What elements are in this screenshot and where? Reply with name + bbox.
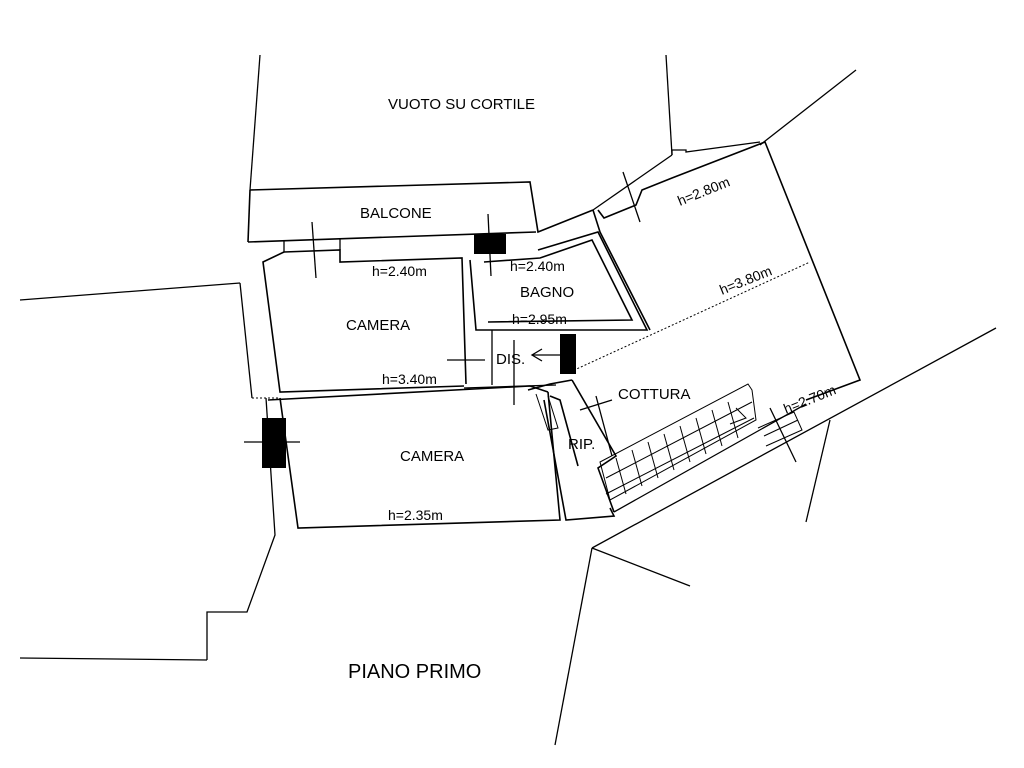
kitchen-label: COTTURA (618, 386, 691, 403)
height-bathroom-top: h=2.40m (510, 258, 565, 274)
bathroom-label: BAGNO (520, 284, 574, 301)
bathroom-room (469, 231, 649, 331)
height-bedroom-bottom: h=2.35m (388, 507, 443, 523)
height-bedroom-top-bottom: h=3.40m (382, 371, 437, 387)
bedroom-top-label: CAMERA (346, 317, 410, 334)
height-bathroom-bottom: h=2.95m (512, 311, 567, 327)
height-stair: h=2.70m (781, 381, 838, 416)
surrounding-lines (19, 54, 997, 746)
hallway-room (463, 330, 576, 405)
hallway-label: DIS. (496, 351, 525, 368)
balcony (247, 141, 761, 279)
balcony-label: BALCONE (360, 205, 432, 222)
height-kitchen-top: h=3.80m (717, 262, 774, 297)
bedroom-top-room (262, 249, 485, 393)
bedroom-bottom-label: CAMERA (400, 448, 464, 465)
stair (599, 383, 807, 513)
height-right-room: h=2.80m (675, 173, 732, 208)
room-labels: VUOTO SU CORTILE BALCONE CAMERA CAMERA B… (346, 96, 691, 465)
kitchen-room (569, 140, 862, 513)
storage-room (527, 379, 616, 521)
height-labels: h=2.40m h=2.40m h=2.95m h=3.40m h=2.35m … (372, 173, 838, 523)
height-bedroom-top: h=2.40m (372, 263, 427, 279)
plan-title: PIANO PRIMO (348, 661, 481, 683)
courtyard-label: VUOTO SU CORTILE (388, 96, 535, 113)
storage-label: RIP. (568, 436, 595, 453)
